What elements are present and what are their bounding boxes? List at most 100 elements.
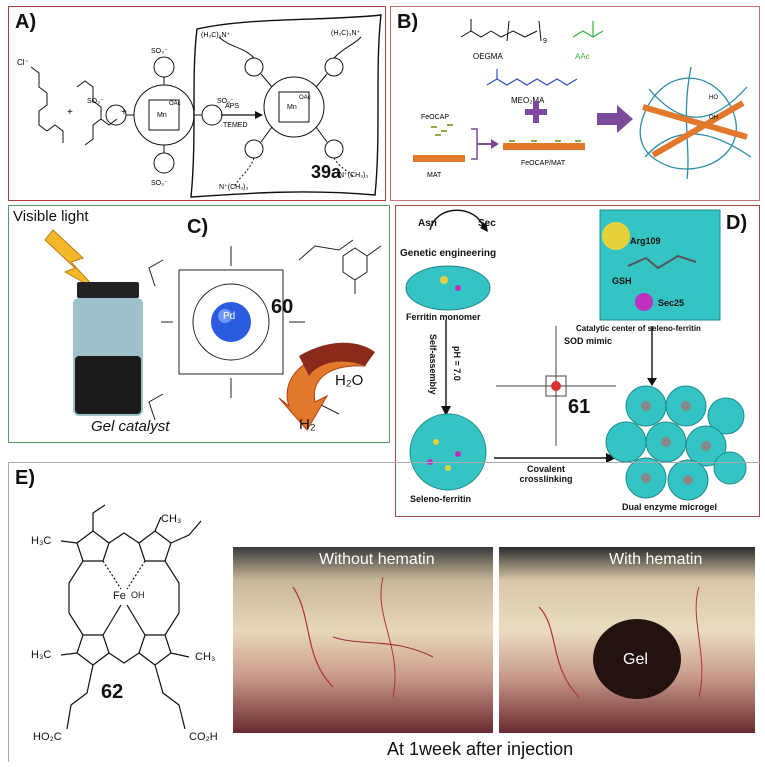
seleno-ferritin-label: Seleno-ferritin [410, 494, 472, 504]
plus-sign-2: + [121, 107, 127, 118]
gel-label: Gel [623, 651, 648, 668]
methyl-left-top: H₃C [31, 535, 52, 547]
carboxyl-right: CO₂H [189, 731, 218, 743]
aac-structure [572, 21, 604, 38]
plus-sign: + [67, 107, 73, 118]
gel-network-frame [190, 14, 382, 198]
panel-a: A) Cl⁻ + + Mn OAc SO₃⁻ SO₃ [8, 6, 386, 201]
reagent-aps: APS [225, 103, 239, 110]
meo2ma-structure [486, 69, 578, 86]
photo-with-hematin: With hematin Gel [499, 547, 755, 733]
without-hematin-label: Without hematin [319, 551, 435, 568]
panel-d-scheme [405, 209, 747, 501]
methyl-left-bottom: H₃C [31, 649, 52, 661]
visible-light-text: Visible light [13, 208, 89, 225]
dual-enzyme-microgel [605, 385, 747, 501]
ammonium-monomer [30, 66, 64, 143]
hydrogen-label: H₂ [299, 416, 316, 433]
ammonium-top-left: (H₃C)₃N⁺ [201, 32, 231, 39]
hydrogel-network [639, 66, 752, 180]
sulfonate-left-left: SO₃⁻ [87, 98, 104, 105]
engineering-arrow [429, 209, 485, 231]
ferritin-monomer-label: Ferritin monomer [406, 312, 481, 322]
panel-d: D) [395, 205, 760, 517]
dual-enzyme-microgel-label: Dual enzyme microgel [622, 502, 718, 512]
pd-center-sphere [211, 302, 251, 342]
with-hematin-label: With hematin [609, 551, 703, 568]
compound-60: 60 [271, 296, 294, 318]
compound-62: 62 [101, 681, 124, 703]
ph-label: pH = 7.0 [452, 346, 462, 381]
feocap-particles [431, 124, 453, 136]
label-oh: OH [709, 115, 718, 121]
metal-right: Mn [287, 104, 297, 111]
panel-b-scheme: 9 OEGMA AAc MEO₂MA FeOCAP MAT [413, 19, 752, 180]
ferritin-monomer-blob [405, 265, 491, 311]
composite-bar [503, 143, 585, 150]
label-mat: MAT [427, 172, 442, 179]
ligand-right: OAc [299, 95, 311, 101]
panel-b: B) 9 OEGMA AAc MEO₂MA FeO [390, 6, 760, 201]
lightning-bolt-icon [44, 229, 98, 291]
pd-porphyrin [148, 239, 354, 421]
bisacrylamide [76, 80, 118, 146]
injection-caption: At 1week after injection [387, 739, 574, 759]
gel-catalyst-caption: Gel catalyst [91, 418, 170, 435]
curved-arrow [278, 350, 370, 431]
methyl-top: CH₃ [161, 513, 182, 525]
big-arrow [597, 105, 633, 133]
pd-metal-label: Pd [223, 311, 236, 322]
panel-c: C) Visible light [8, 205, 390, 443]
panel-e: E) CH₃ H₃C H₃C CH₃ Fe OH 62 [8, 462, 760, 762]
sod-mimic-label: SOD mimic [564, 336, 613, 346]
sec25-label: Sec25 [658, 298, 685, 308]
water-label: H₂O [335, 372, 364, 389]
metal-left: Mn [157, 112, 167, 119]
compound-39a: 39a [311, 162, 342, 182]
panel-b-label: B) [397, 11, 419, 33]
triazine [342, 245, 382, 294]
label-composite: FeOCAP/MAT [521, 160, 566, 167]
oegma-subscript: 9 [543, 38, 547, 45]
compound-61: 61 [568, 396, 591, 418]
oegma-structure [460, 19, 542, 42]
panel-a-label: A) [15, 11, 37, 33]
mat-bar [413, 155, 465, 162]
ammonium-bottom-left: N⁺(CH₃)₃ [219, 184, 248, 191]
sec-label: Sec [478, 218, 496, 229]
covalent-crosslinking-label: Covalent crosslinking [519, 464, 573, 484]
ligand-left: OAc [169, 101, 181, 107]
photo-without-hematin: Without hematin [233, 547, 493, 733]
monomer-oegma: OEGMA [473, 52, 503, 61]
panel-c-scheme [44, 229, 382, 431]
reagent-temed: TEMED [223, 122, 248, 129]
panel-e-label: E) [15, 467, 35, 489]
methyl-right-bottom: CH₃ [195, 651, 216, 663]
genetic-engineering-label: Genetic engineering [400, 248, 497, 259]
vial-cap [77, 282, 139, 298]
panel-d-label: D) [726, 212, 748, 234]
arg109-label: Arg109 [630, 236, 661, 246]
sulfonate-left-top: SO₃⁻ [151, 48, 168, 55]
seleno-ferritin-sphere [409, 413, 487, 491]
label-ho: HO [709, 95, 718, 101]
asn-label: Asn [418, 218, 437, 229]
panel-a-scheme: Cl⁻ + + Mn OAc SO₃⁻ SO₃⁻ SO₃⁻ SO₃⁻ [17, 14, 382, 198]
ammonium-top-right: (H₃C)₃N⁺ [331, 30, 361, 37]
monomer-aac: AAc [575, 52, 590, 61]
monomer-meo2ma: MEO₂MA [511, 96, 545, 105]
hematin-structure [60, 504, 202, 730]
counterion-text: Cl⁻ [17, 58, 29, 67]
fe-label: Fe [113, 590, 126, 602]
sulfonate-left-bottom: SO₃⁻ [151, 180, 168, 187]
catalytic-center-label: Catalytic center of seleno-ferritin [576, 324, 701, 333]
self-assembly-label: Self-assembly [428, 334, 438, 395]
gsh-label: GSH [612, 276, 632, 286]
porphyrin-right [218, 36, 362, 188]
label-feocap: FeOCAP [421, 114, 449, 121]
plus-vertical [533, 101, 539, 123]
fe-oh-label: OH [131, 590, 145, 600]
carboxyl-left: HO₂C [33, 731, 62, 743]
panel-c-label: C) [187, 216, 209, 238]
gel-region [593, 619, 681, 699]
